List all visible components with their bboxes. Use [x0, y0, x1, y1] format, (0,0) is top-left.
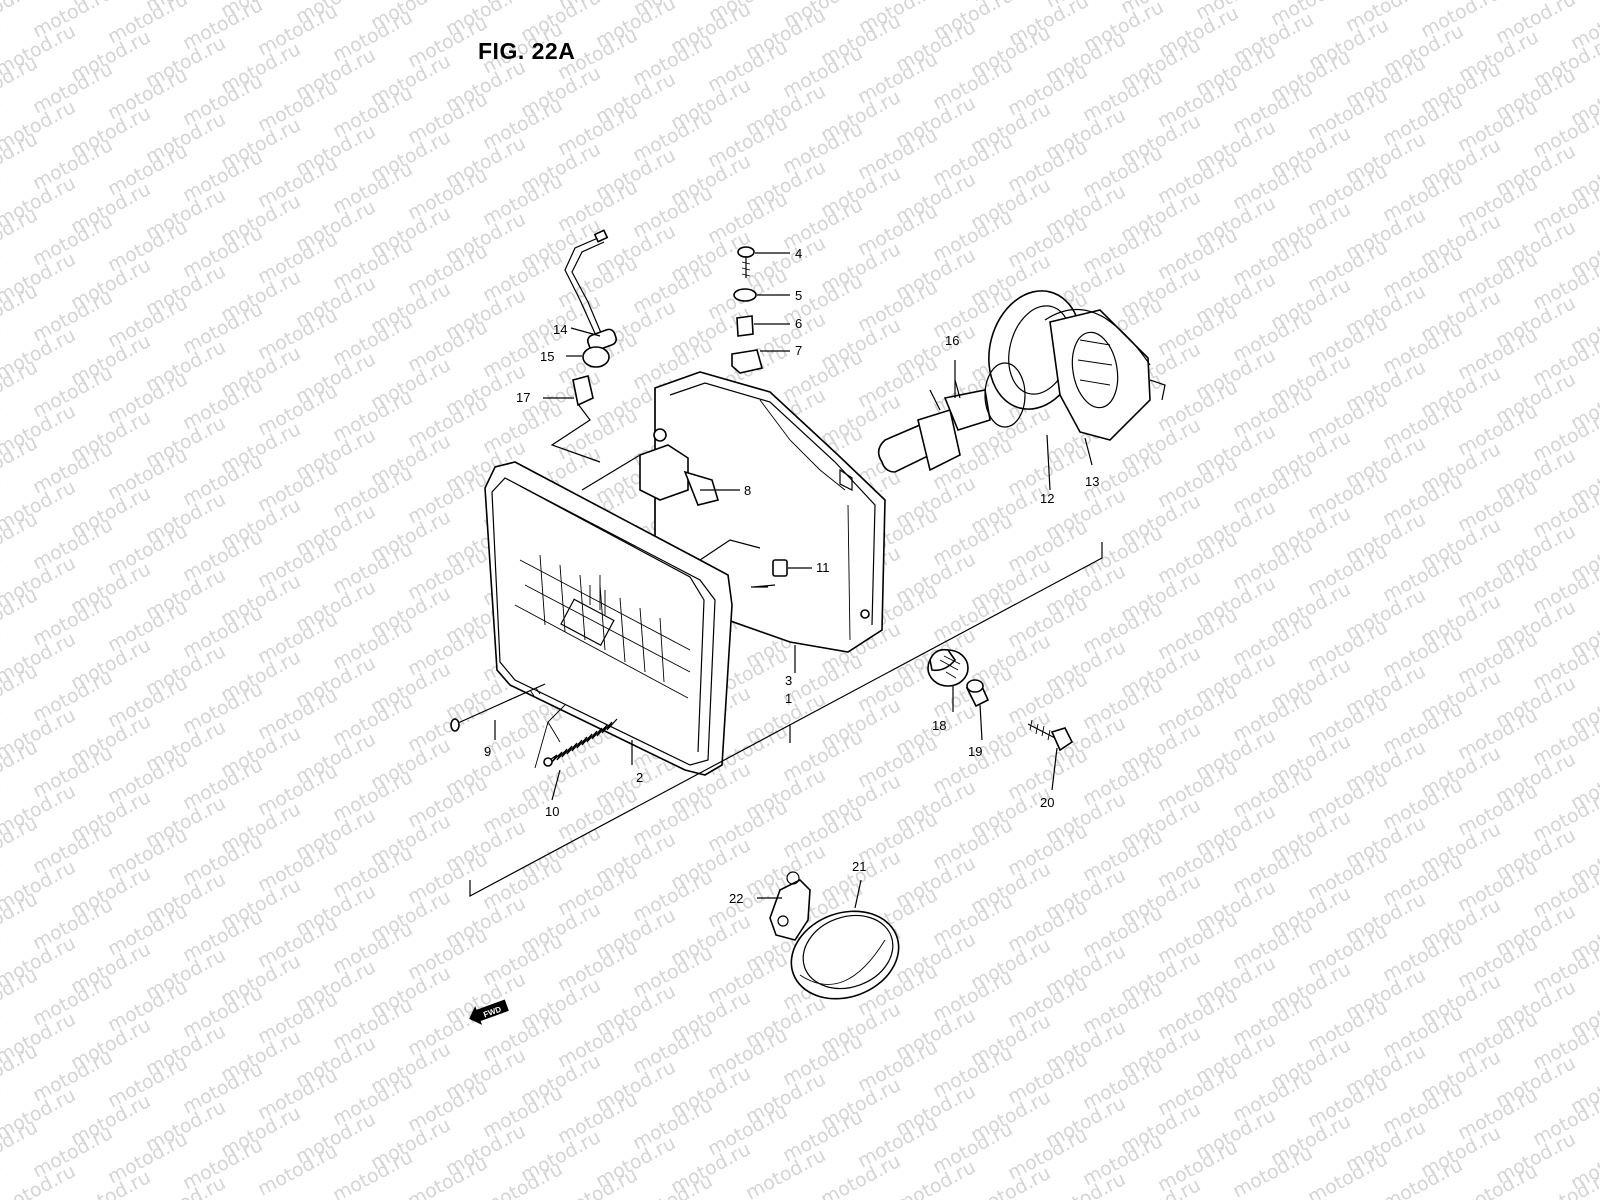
figure-title: FIG. 22A: [478, 38, 576, 64]
callout-21: 21: [852, 859, 866, 874]
callout-8: 8: [744, 483, 751, 498]
collar-6: [736, 315, 754, 337]
headlight-lens: [484, 454, 761, 776]
adjust-screw-9: [450, 683, 546, 732]
callout-17: 17: [516, 390, 530, 405]
bracket-22: [769, 871, 811, 941]
callout-2: 2: [636, 770, 643, 785]
bolt-20: [1027, 719, 1074, 752]
mount-tab-8: [683, 470, 720, 506]
callout-labels: 1 2 3 4 5 6 7 8 9 10 11 12 13 14 15 16 1…: [484, 246, 1099, 906]
callout-11: 11: [816, 560, 830, 575]
callout-16: 16: [945, 333, 959, 348]
dust-cover-13: [1044, 308, 1166, 441]
callout-15: 15: [540, 349, 554, 364]
mount-tab-left: [639, 444, 689, 501]
callout-6: 6: [795, 316, 802, 331]
leader-lens-group: [534, 704, 566, 769]
callout-7: 7: [795, 343, 802, 358]
callout-22: 22: [729, 891, 743, 906]
callout-9: 9: [484, 744, 491, 759]
callout-10: 10: [545, 804, 559, 819]
headlight-bulb: [877, 379, 991, 473]
callout-20: 20: [1040, 795, 1054, 810]
callout-leaders: [494, 252, 1093, 909]
position-lamp-socket: [550, 229, 618, 463]
callout-12: 12: [1040, 491, 1054, 506]
callout-19: 19: [968, 744, 982, 759]
fwd-direction-badge: FWD: [469, 999, 509, 1025]
leader-11: [751, 584, 776, 588]
reflector-21: [790, 910, 900, 1000]
callout-3: 3: [785, 673, 792, 688]
cap-18: [927, 648, 969, 687]
callout-5: 5: [795, 288, 802, 303]
callout-4: 4: [795, 246, 802, 261]
screw-4: [737, 246, 755, 278]
spring-10: [543, 718, 618, 767]
cushion-19: [965, 679, 990, 708]
callout-13: 13: [1085, 474, 1099, 489]
callout-18: 18: [932, 718, 946, 733]
assembly-bracket-line: [469, 542, 1103, 898]
nut-11: [772, 559, 788, 577]
callout-14: 14: [553, 322, 567, 337]
washer-5: [733, 288, 757, 302]
callout-1: 1: [785, 691, 792, 706]
grommet-7: [731, 349, 763, 374]
